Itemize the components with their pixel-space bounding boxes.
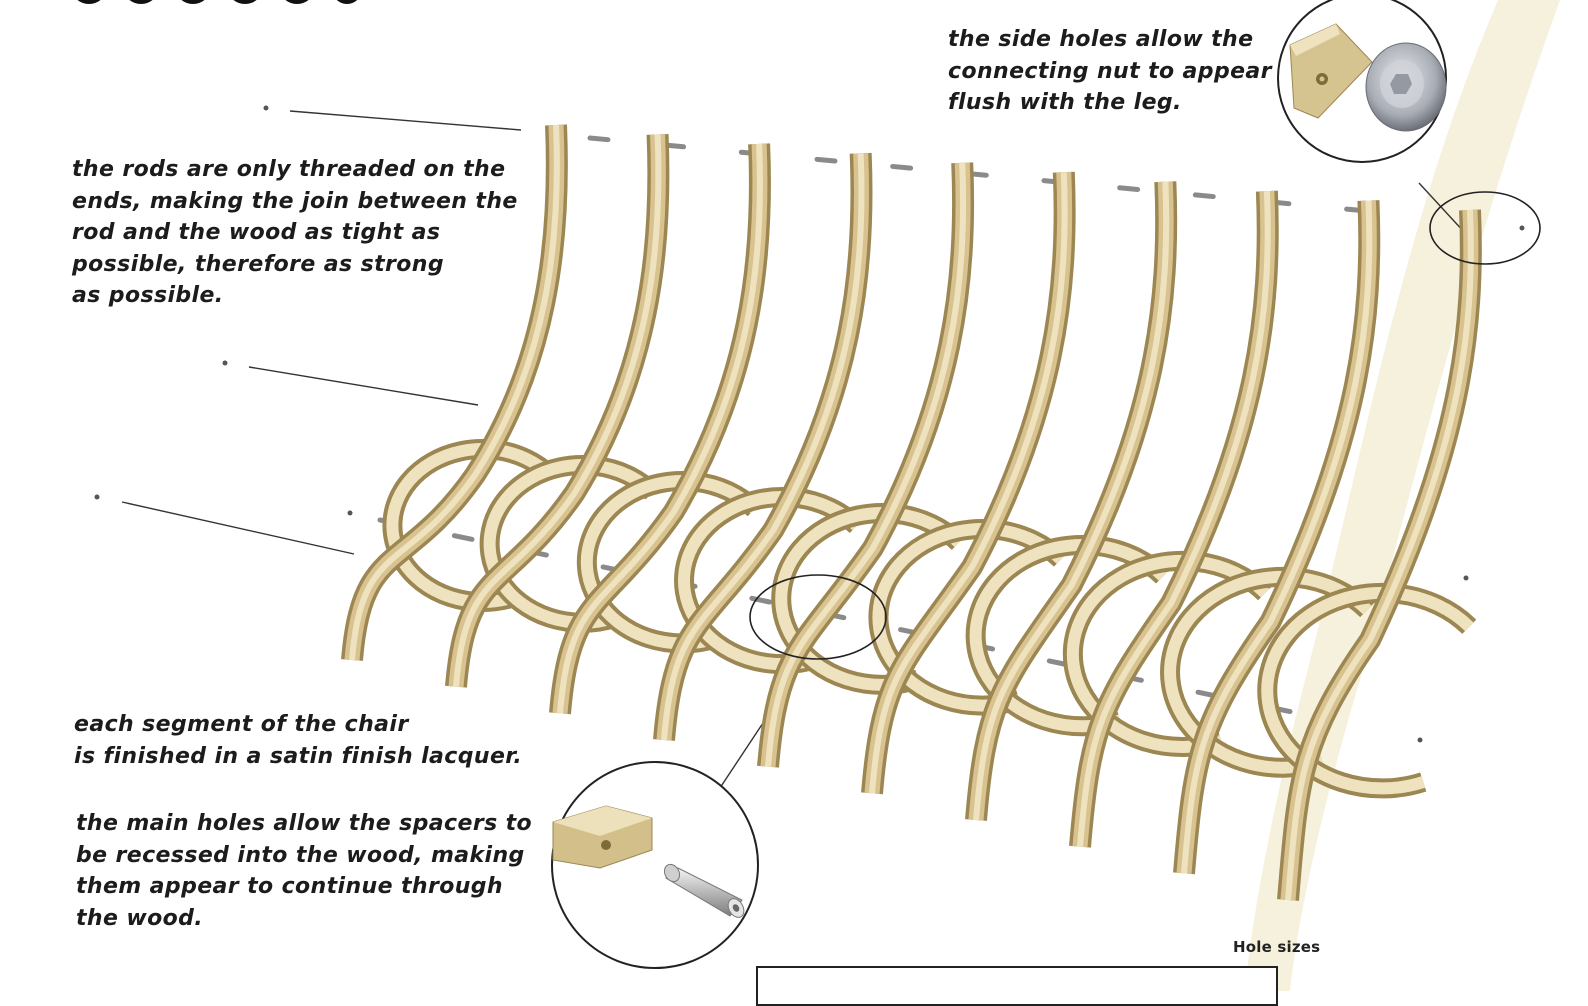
note-line: the wood. xyxy=(76,905,204,931)
chair-segment xyxy=(653,152,873,741)
note-line: possible, therefore as strong xyxy=(72,251,444,277)
note-line: each segment of the chair xyxy=(74,712,409,737)
leg-curve-highlight xyxy=(1077,190,1271,847)
leg-curve-highlight xyxy=(349,124,560,661)
chair-segment xyxy=(445,133,670,688)
main-hole-detail xyxy=(551,574,887,969)
note-satin-finish: each segment of the chair is finished in… xyxy=(74,709,522,772)
note-line: rod and the wood as tight as xyxy=(72,220,441,245)
leg-curve-highlight xyxy=(1181,200,1373,874)
note-line: flush with the leg. xyxy=(948,90,1182,115)
leg-curve-highlight xyxy=(869,172,1068,794)
leg-curve-highlight xyxy=(765,162,967,767)
note-line: the side holes allow the xyxy=(948,27,1254,52)
note-threaded-rods: the rods are only threaded on the ends, … xyxy=(72,154,518,312)
note-side-holes: the side holes allow the connecting nut … xyxy=(948,24,1272,119)
chair-segments xyxy=(341,124,1482,901)
chair-segment xyxy=(341,124,568,661)
note-main-holes: the main holes allow the spacers to be r… xyxy=(76,808,532,934)
title-fragment xyxy=(72,0,372,4)
note-line: ends, making the join between the xyxy=(72,188,518,214)
leg-curve-highlight xyxy=(661,153,865,741)
note-line: as possible. xyxy=(72,283,224,308)
tube-spacer-icon xyxy=(663,863,745,918)
wood-block-icon xyxy=(1289,23,1373,119)
chair-segment xyxy=(1257,209,1482,901)
note-line: connecting nut to appear xyxy=(948,58,1272,84)
note-line: the main holes allow the spacers to xyxy=(76,811,533,836)
chair-segment xyxy=(757,162,975,768)
chair-segment xyxy=(549,143,771,715)
leg-curve-highlight xyxy=(557,143,763,714)
chair-segment xyxy=(861,171,1076,795)
note-line: them appear to continue through xyxy=(76,874,503,899)
seat-loop-highlight xyxy=(1164,570,1372,774)
wood-block-icon xyxy=(552,805,653,869)
note-line: the rods are only threaded on the xyxy=(72,157,506,182)
seat-loop-highlight xyxy=(1261,586,1474,795)
note-line: be recessed into the wood, making xyxy=(76,842,525,868)
chair-segment xyxy=(965,181,1178,821)
side-hole-detail xyxy=(1277,0,1541,265)
hole-sizes-label: Hole sizes xyxy=(1233,938,1321,956)
chair-segment xyxy=(1160,200,1381,875)
leg-curve-highlight xyxy=(1285,209,1474,901)
leg-curve-highlight xyxy=(453,134,662,687)
hole-sizes-table xyxy=(756,966,1278,1006)
leg-curve-highlight xyxy=(973,181,1170,821)
nut-icon xyxy=(1365,42,1447,132)
chair-segment xyxy=(1062,190,1279,848)
note-line: is finished in a satin finish lacquer. xyxy=(74,743,523,769)
